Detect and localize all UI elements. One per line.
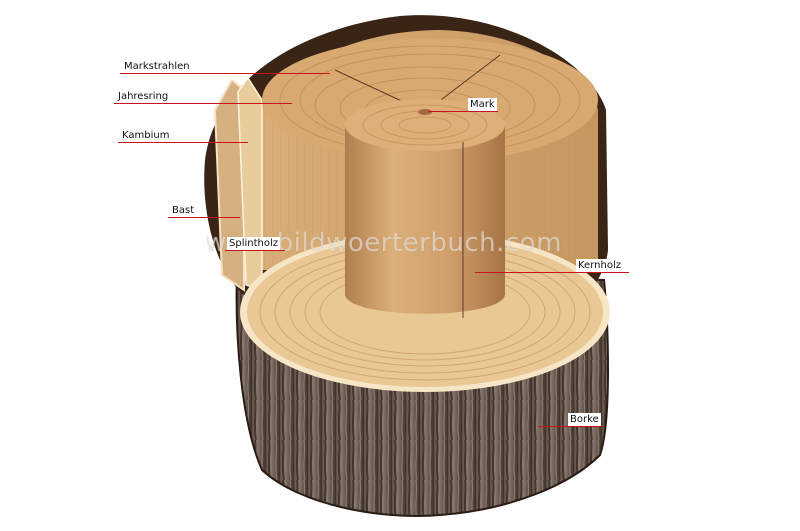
leader-splintholz <box>225 250 285 251</box>
label-markstrahlen: Markstrahlen <box>122 60 192 73</box>
leader-jahresring <box>114 103 292 104</box>
pith <box>418 109 432 115</box>
heartwood-cylinder <box>345 125 505 314</box>
leader-mark <box>428 111 498 112</box>
label-bast: Bast <box>170 204 197 217</box>
leader-kambium <box>118 142 248 143</box>
label-kambium: Kambium <box>120 129 172 142</box>
label-splintholz: Splintholz <box>227 237 280 250</box>
leader-kernholz <box>475 272 629 273</box>
leader-markstrahlen <box>120 73 330 74</box>
label-borke: Borke <box>568 413 601 426</box>
label-kernholz: Kernholz <box>576 259 623 272</box>
label-jahresring: Jahresring <box>116 90 171 103</box>
leader-borke <box>538 426 604 427</box>
label-mark: Mark <box>468 98 497 111</box>
leader-bast <box>168 217 240 218</box>
